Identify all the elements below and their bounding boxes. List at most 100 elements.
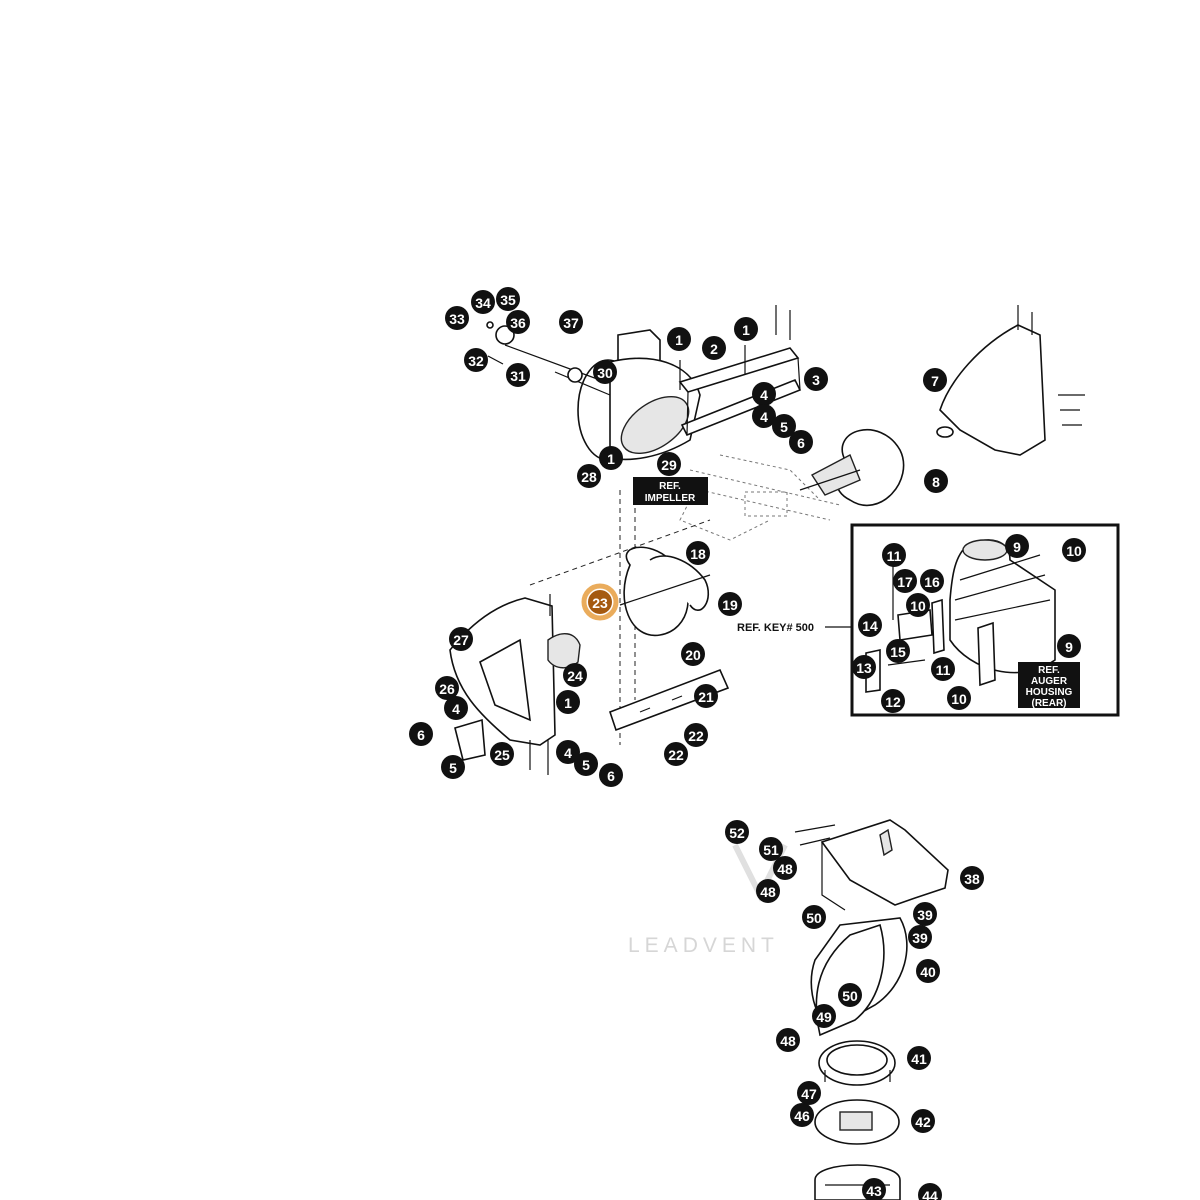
callout-10: 10 (906, 593, 930, 617)
callout-36: 36 (506, 310, 530, 334)
callout-number: 44 (922, 1188, 938, 1200)
callout-number: 50 (842, 988, 858, 1004)
callout-badge (445, 306, 469, 330)
callout-number: 48 (780, 1033, 796, 1049)
callout-49: 49 (812, 1004, 836, 1028)
svg-text:IMPELLER: IMPELLER (645, 493, 696, 504)
left-side-plate (449, 594, 581, 775)
callout-number: 46 (794, 1108, 810, 1124)
callout-badge (667, 327, 691, 351)
callout-badge (506, 363, 530, 387)
callout-35: 35 (496, 287, 520, 311)
callout-badge (752, 404, 776, 428)
callout-1: 1 (599, 446, 623, 470)
callout-badge (574, 752, 598, 776)
callout-51: 51 (759, 837, 783, 861)
callout-badge (718, 592, 742, 616)
ref-key-label: REF. KEY# 500 (737, 622, 814, 634)
callout-14: 14 (858, 613, 882, 637)
callout-badge (409, 722, 433, 746)
callout-number: 21 (698, 689, 714, 705)
callout-badge (664, 742, 688, 766)
callout-25: 25 (490, 742, 514, 766)
callout-8: 8 (924, 469, 948, 493)
callout-9: 9 (1057, 634, 1081, 658)
callout-badge (563, 663, 587, 687)
impeller-opening (620, 396, 690, 454)
callout-number: 50 (806, 910, 822, 926)
callout-badge (593, 360, 617, 384)
callout-50: 50 (802, 905, 826, 929)
callout-10: 10 (1062, 538, 1086, 562)
bolts (679, 305, 791, 390)
callout-23-highlighted: 23 (581, 583, 619, 621)
callout-badge (911, 1109, 935, 1133)
callout-badge (435, 676, 459, 700)
callout-number: 1 (564, 695, 572, 711)
callout-43: 43 (862, 1178, 886, 1200)
callout-4: 4 (444, 696, 468, 720)
callout-22: 22 (664, 742, 688, 766)
callout-13: 13 (852, 655, 876, 679)
callout-number: 48 (777, 861, 793, 877)
callout-number: 49 (816, 1009, 832, 1025)
callout-number: 48 (760, 884, 776, 900)
gear-icon (495, 325, 515, 345)
callout-number: 41 (911, 1051, 927, 1067)
callout-18: 18 (686, 541, 710, 565)
callout-number: 1 (742, 322, 750, 338)
watermark-text: LEADVENT (628, 934, 779, 957)
callout-37: 37 (559, 310, 583, 334)
callout-number: 8 (932, 474, 940, 490)
callout-badge (599, 446, 623, 470)
callout-number: 6 (417, 727, 425, 743)
callout-number: 4 (760, 409, 768, 425)
callout-26: 26 (435, 676, 459, 700)
callout-number: 12 (885, 694, 901, 710)
callout-2: 2 (702, 336, 726, 360)
callout-number: 4 (760, 387, 768, 403)
callout-badge (1057, 634, 1081, 658)
callout-number: 22 (688, 728, 704, 744)
svg-text:REF.: REF. (1038, 665, 1060, 676)
callout-badge (804, 367, 828, 391)
callout-38: 38 (960, 866, 984, 890)
callout-29: 29 (657, 452, 681, 476)
callout-22: 22 (684, 723, 708, 747)
callout-number: 47 (801, 1086, 817, 1102)
callout-badge (881, 689, 905, 713)
callout-number: 4 (452, 701, 460, 717)
callout-4: 4 (752, 404, 776, 428)
callout-number: 10 (1066, 543, 1082, 559)
callout-badge (886, 639, 910, 663)
callout-number: 30 (597, 365, 613, 381)
callout-badge (702, 336, 726, 360)
callout-number: 26 (439, 681, 455, 697)
callout-number: 28 (581, 469, 597, 485)
callout-44: 44 (918, 1183, 942, 1200)
callout-badge (797, 1081, 821, 1105)
callout-number: 11 (936, 662, 951, 678)
callout-badge (893, 569, 917, 593)
callout-badge (907, 1046, 931, 1070)
callout-number: 4 (564, 745, 572, 761)
callout-9: 9 (1005, 534, 1029, 558)
callout-1: 1 (734, 317, 758, 341)
callout-30: 30 (593, 360, 617, 384)
callout-number: 29 (661, 457, 677, 473)
callout-number: 39 (917, 907, 933, 923)
callout-number: 34 (475, 295, 491, 311)
callout-number: 9 (1065, 639, 1073, 655)
bearing-housing (547, 633, 581, 669)
svg-text:REF.: REF. (659, 481, 681, 492)
callout-number: 3 (812, 372, 820, 388)
callout-number: 1 (607, 451, 615, 467)
callout-badge (882, 543, 906, 567)
callout-badge (577, 464, 601, 488)
callout-20: 20 (681, 642, 705, 666)
callout-badge (1005, 534, 1029, 558)
callout-badge (657, 452, 681, 476)
callout-6: 6 (409, 722, 433, 746)
callout-badge (906, 593, 930, 617)
